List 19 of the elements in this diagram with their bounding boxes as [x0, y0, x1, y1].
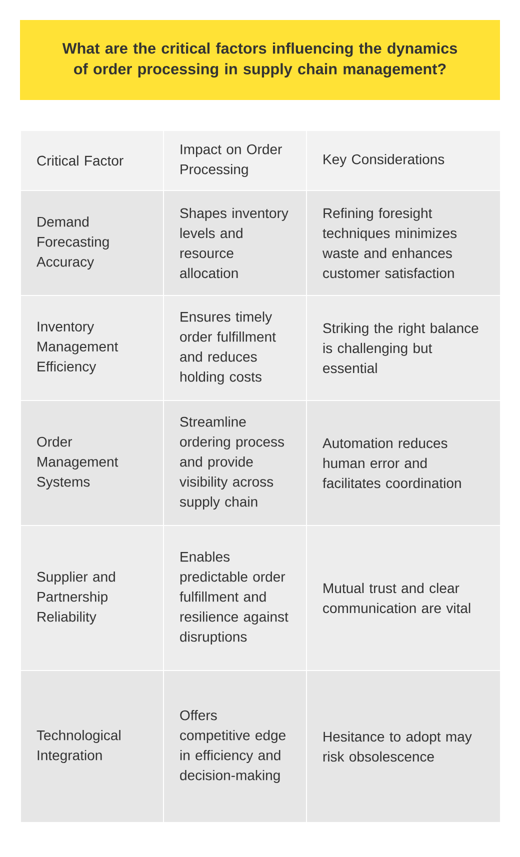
table-cell: Mutual trust and clear communication are vital — [306, 525, 501, 671]
table-cell: Supplier and Partnership Reliability — [20, 525, 164, 671]
table-cell: Demand Forecasting Accuracy — [20, 190, 164, 296]
table-cell: Automation reduces human error and facilitates coordination — [306, 400, 501, 526]
table-cell: Streamline ordering process and provide visibility across supply chain — [163, 400, 307, 526]
table-cell: Ensures timely order fulfillment and reduces holding costs — [163, 295, 307, 401]
table-cell: Offers competitive edge in efficiency and decision-making — [163, 670, 307, 823]
table-cell: Shapes inventory levels and resource allocation — [163, 190, 307, 296]
table-cell: Striking the right balance is challenging but essential — [306, 295, 501, 401]
table-cell: Refining foresight techniques minimizes waste and enhances customer satisfaction — [306, 190, 501, 296]
title-banner: What are the critical factors influencing the dynamics of order processing in supply chain management? — [20, 20, 500, 100]
table-cell: Order Management Systems — [20, 400, 164, 526]
table-cell: Inventory Management Efficiency — [20, 295, 164, 401]
table-cell: Impact on Order Processing — [163, 130, 307, 191]
table-cell: Critical Factor — [20, 130, 164, 191]
table-cell: Enables predictable order fulfillment and resilience against disruptions — [163, 525, 307, 671]
table-cell: Hesitance to adopt may risk obsolescence — [306, 670, 501, 823]
table-cell: Key Considerations — [306, 130, 501, 191]
table-cell: Technological Integration — [20, 670, 164, 823]
